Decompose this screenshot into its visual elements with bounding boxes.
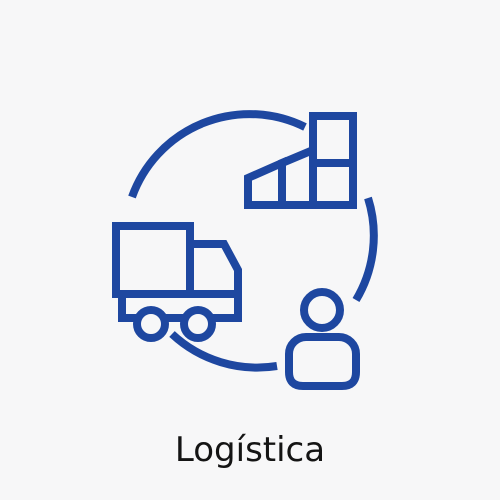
logistics-illustration [112, 110, 378, 390]
factory-icon [244, 112, 357, 209]
cycle-arrows-icon [128, 110, 378, 372]
truck-icon [112, 222, 242, 342]
caption-title: Logística [174, 430, 326, 470]
person-icon [285, 288, 360, 390]
